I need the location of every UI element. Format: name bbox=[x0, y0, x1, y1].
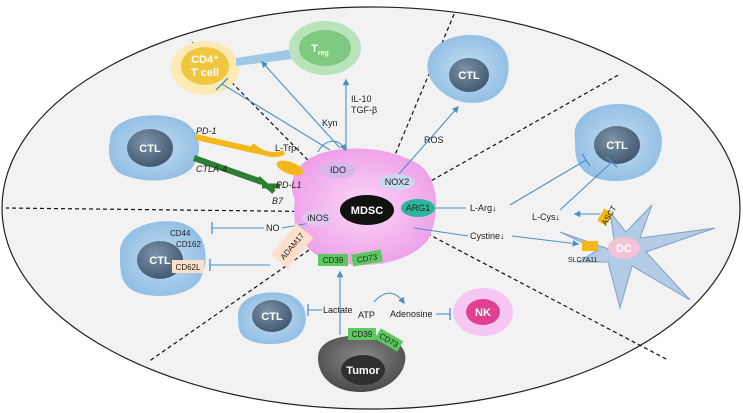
tumor-cell: Tumor bbox=[318, 335, 406, 392]
cystine-to-dc-arrow bbox=[511, 235, 580, 247]
nk-label: NK bbox=[475, 307, 491, 319]
cd4-treg-wedge bbox=[236, 48, 300, 66]
mdsc-cd39-label: CD39 bbox=[323, 256, 344, 265]
lcys-inhibit-line bbox=[559, 161, 613, 211]
pd1-label: PD-1 bbox=[196, 126, 217, 136]
cd4-label-2: T cell bbox=[191, 67, 219, 79]
ido-badge: IDO bbox=[320, 162, 356, 178]
lactate-label: Lactate bbox=[323, 305, 353, 315]
larg-inhibit-bar bbox=[581, 153, 591, 167]
lcys-label: L-Cys↓ bbox=[532, 212, 560, 222]
atp-label: ATP bbox=[358, 310, 375, 320]
nox2-badge: NOX2 bbox=[379, 174, 415, 190]
pdl1-ligand bbox=[276, 160, 304, 176]
cd62l-label: CD62L bbox=[176, 263, 201, 272]
larg-label: L-Arg↓ bbox=[470, 203, 497, 213]
mdsc-cd73-badge: CD73 bbox=[351, 249, 383, 267]
ido-label: IDO bbox=[330, 165, 346, 175]
arg1-label: ARG1 bbox=[406, 203, 431, 213]
no-label: NO bbox=[266, 223, 280, 233]
kyn-label: Kyn bbox=[322, 118, 338, 128]
cd4-t-cell: CD4⁺ T cell bbox=[171, 41, 239, 95]
cd4-cell-nucleus bbox=[181, 47, 229, 85]
atp-to-adenosine-arrow bbox=[373, 292, 405, 305]
cd62l-badge bbox=[172, 260, 204, 273]
b7-ligand bbox=[256, 176, 280, 194]
slc-label: SLC7A11 bbox=[568, 257, 598, 264]
treg-label: Treg bbox=[311, 43, 329, 57]
nox2-label: NOX2 bbox=[385, 177, 410, 187]
ctl-label-bottom: CTL bbox=[261, 311, 283, 323]
cystine-line bbox=[413, 227, 469, 237]
slc-badge bbox=[582, 241, 598, 251]
nk-cell: NK bbox=[453, 288, 513, 336]
inos-badge: iNOS bbox=[302, 210, 334, 226]
tumor-cd39-label: CD39 bbox=[352, 330, 373, 339]
il10-label: IL-10 bbox=[351, 94, 372, 104]
dc-label: DC bbox=[616, 243, 632, 255]
kyn-to-cd4-inhibit bbox=[221, 83, 331, 151]
b7-label: B7 bbox=[272, 196, 284, 206]
dc-cell: DC bbox=[559, 204, 716, 310]
asct-badge bbox=[597, 208, 613, 226]
cd44-label: CD44 bbox=[170, 229, 191, 238]
treg-cell: Treg bbox=[289, 21, 361, 75]
adenosine-label: Adenosine bbox=[390, 309, 433, 319]
ctl-cell-left-lower: CTL bbox=[119, 221, 206, 296]
larg-inhibit-line bbox=[509, 159, 587, 206]
ctla4-label: CTLA-4 bbox=[196, 164, 227, 174]
tgfb-label: TGF-β bbox=[351, 105, 377, 115]
inos-label: iNOS bbox=[307, 213, 329, 223]
cd162-label: CD162 bbox=[176, 240, 201, 249]
cystine-label: Cystine↓ bbox=[470, 231, 505, 241]
mdsc-nucleus bbox=[340, 195, 394, 225]
ido-cycle-arrow bbox=[317, 140, 347, 153]
cd4-label-1: CD4⁺ bbox=[191, 54, 219, 66]
cd4-inhibit-bar bbox=[215, 77, 229, 91]
ltrp-label: L-Trp↓ bbox=[275, 143, 301, 153]
treg-nucleus bbox=[299, 30, 351, 66]
ctla4-receptor bbox=[193, 155, 263, 185]
ctl-cell-bottom: CTL bbox=[238, 292, 306, 345]
ctl-cell-right: CTL bbox=[574, 104, 662, 182]
ctl-label-left-upper: CTL bbox=[139, 143, 161, 155]
lcys-inhibit-bar bbox=[605, 156, 618, 168]
tumor-label: Tumor bbox=[346, 365, 380, 377]
pd1-receptor bbox=[195, 134, 263, 155]
ctl-label-top-right: CTL bbox=[458, 70, 480, 82]
ctl-label-right: CTL bbox=[606, 140, 628, 152]
pdl1-label: PD-L1 bbox=[276, 180, 302, 190]
ctl-label-left-lower: CTL bbox=[149, 255, 171, 267]
mdsc-cd39-badge: CD39 bbox=[318, 254, 348, 266]
ctl-cell-top-right: CTL bbox=[427, 35, 509, 103]
arg1-badge: ARG1 bbox=[401, 199, 435, 217]
mdsc-label: MDSC bbox=[351, 205, 383, 217]
ros-arrow bbox=[397, 106, 459, 176]
ctl-cell-left-upper: CTL bbox=[108, 115, 199, 181]
kyn-to-treg-arrow bbox=[261, 61, 341, 149]
ros-label: ROS bbox=[424, 135, 444, 145]
dc-body bbox=[559, 204, 716, 310]
pd1-cup bbox=[250, 143, 286, 158]
mdsc-cd73-label: CD73 bbox=[356, 252, 378, 265]
tumor-cd39-badge: CD39 bbox=[348, 328, 376, 340]
